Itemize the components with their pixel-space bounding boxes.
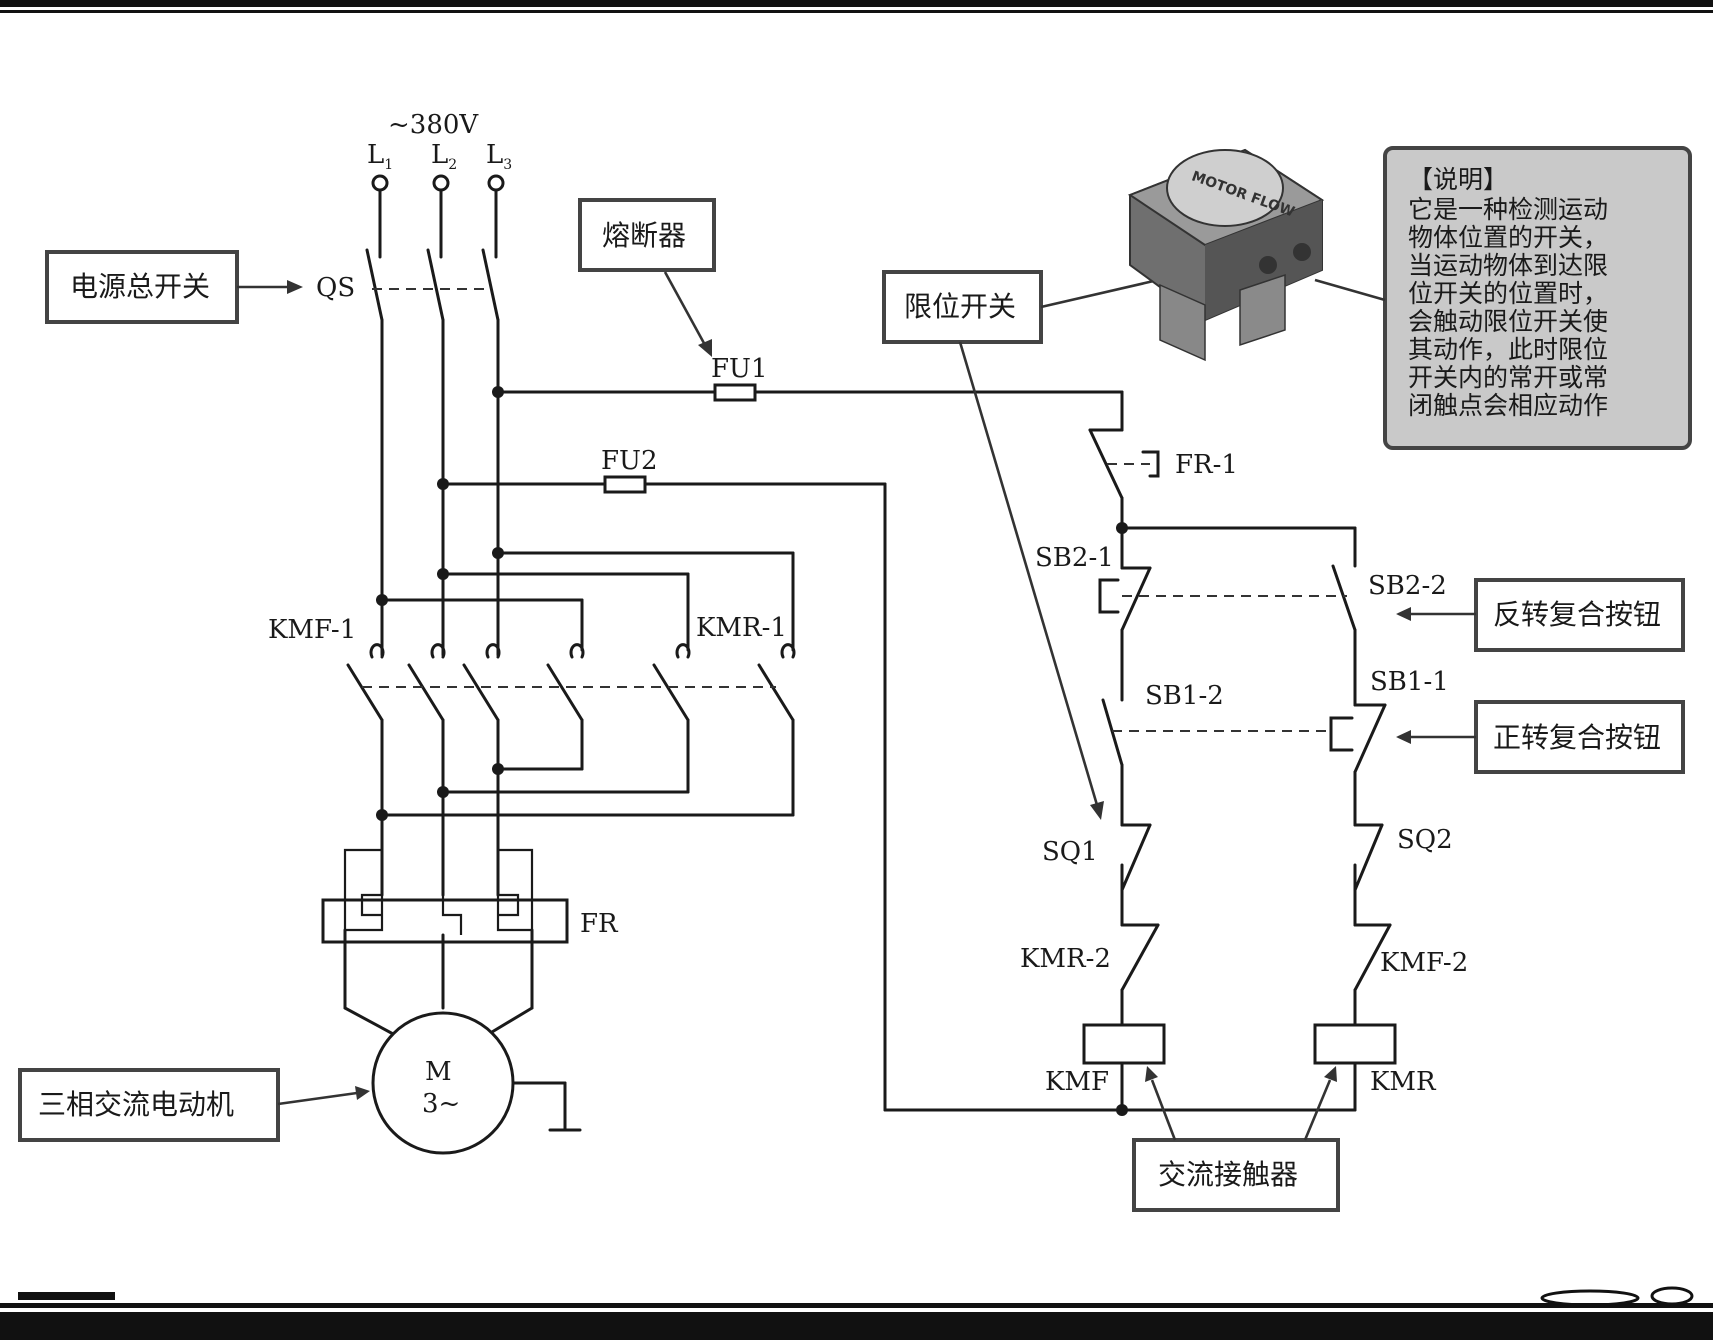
callout-contactor: 交流接触器 xyxy=(1132,1066,1340,1212)
note-title: 【说明】 xyxy=(1408,165,1508,194)
fu2-fuse xyxy=(603,475,647,494)
note-line: 它是一种检测运动 xyxy=(1408,195,1608,224)
callout-motor: 三相交流电动机 xyxy=(18,1068,370,1142)
kmf-coil xyxy=(1082,1023,1166,1065)
svg-text:L1: L1 xyxy=(367,140,393,173)
fr1-label: FR-1 xyxy=(1175,450,1238,480)
kmr-coil xyxy=(1313,1023,1397,1065)
note-line: 开关内的常开或常 xyxy=(1408,363,1608,392)
note-line: 会触动限位开关使 xyxy=(1408,307,1608,336)
kmf2-contact: KMF-2 xyxy=(1353,923,1468,992)
motor-phase-label: 3~ xyxy=(422,1089,460,1119)
limit-switch-device-image: MOTOR FLOW xyxy=(1127,148,1325,362)
sb11-contact: SB1-1 xyxy=(1329,667,1449,774)
kmf1-kmr1-contacts: KMF-1 KMR-1 xyxy=(268,613,796,722)
sq2-contact: SQ2 xyxy=(1353,823,1453,892)
sq2-label: SQ2 xyxy=(1397,825,1453,855)
motor-m-label: M xyxy=(425,1057,452,1087)
note-line: 其动作，此时限位 xyxy=(1408,335,1608,364)
kmr-label: KMR xyxy=(1370,1067,1437,1097)
kmr1-label: KMR-1 xyxy=(696,613,787,643)
kmr2-contact: KMR-2 xyxy=(1020,923,1160,992)
svg-text:正转复合按钮: 正转复合按钮 xyxy=(1493,721,1661,754)
callout-forward-button: 正转复合按钮 xyxy=(1396,700,1685,774)
fr-thermal-relay: FR xyxy=(321,848,619,944)
sb22-label: SB2-2 xyxy=(1368,571,1447,601)
kmf-label: KMF xyxy=(1045,1067,1109,1097)
sb22-contact: SB2-2 xyxy=(1331,564,1447,632)
sb12-contact: SB1-2 xyxy=(1101,681,1224,767)
fu1-label: FU1 xyxy=(711,354,768,384)
fu1-fuse xyxy=(713,383,757,402)
terminal-l2 xyxy=(432,174,450,192)
sq1-label: SQ1 xyxy=(1042,837,1098,867)
svg-text:熔断器: 熔断器 xyxy=(602,219,686,252)
terminal-l3 xyxy=(487,174,505,192)
callout-limit-switch: 限位开关 xyxy=(882,270,1170,820)
terminal-l1 xyxy=(371,174,389,192)
main-circuit: ~380V L1 L2 L3 QS FU1 FU2 xyxy=(268,110,1357,1155)
sb12-label: SB1-2 xyxy=(1145,681,1224,711)
kmf1-label: KMF-1 xyxy=(268,615,356,645)
footer-ornament xyxy=(1540,1286,1694,1307)
note-line: 物体位置的开关， xyxy=(1408,223,1608,252)
supply-voltage-label: ~380V xyxy=(388,110,479,140)
svg-text:L2: L2 xyxy=(431,140,457,173)
svg-text:反转复合按钮: 反转复合按钮 xyxy=(1493,598,1661,631)
sq1-contact: SQ1 xyxy=(1042,823,1152,892)
fr-label: FR xyxy=(580,909,619,939)
phase-labels: L1 L2 L3 xyxy=(367,140,512,173)
svg-text:电源总开关: 电源总开关 xyxy=(70,270,210,303)
svg-text:交流接触器: 交流接触器 xyxy=(1158,1158,1298,1191)
fr1-contact: FR-1 xyxy=(1088,428,1238,500)
fu2-label: FU2 xyxy=(601,446,658,476)
motor: M 3~ xyxy=(371,1011,582,1155)
svg-text:L3: L3 xyxy=(486,140,512,173)
qs-label: QS xyxy=(316,273,355,303)
svg-text:三相交流电动机: 三相交流电动机 xyxy=(38,1088,234,1121)
callout-fuse: 熔断器 xyxy=(578,198,716,357)
kmr2-label: KMR-2 xyxy=(1020,944,1111,974)
kmf2-label: KMF-2 xyxy=(1380,948,1468,978)
qs-switch: QS xyxy=(316,248,500,322)
control-circuit: FR-1 SB2-1 SB1-2 SQ1 KMR-2 xyxy=(1020,390,1468,1116)
note-line: 当运动物体到达限 xyxy=(1408,251,1608,280)
note-line: 位开关的位置时， xyxy=(1408,279,1608,308)
explanation-note: 【说明】 它是一种检测运动 物体位置的开关， 当运动物体到达限 位开关的位置时，… xyxy=(1314,146,1692,450)
sb11-label: SB1-1 xyxy=(1370,667,1449,697)
note-line: 闭触点会相应动作 xyxy=(1408,391,1608,420)
sb21-label: SB2-1 xyxy=(1035,543,1114,573)
svg-text:限位开关: 限位开关 xyxy=(904,290,1016,323)
sb21-contact: SB2-1 xyxy=(1035,543,1152,632)
callout-reverse-button: 反转复合按钮 xyxy=(1396,578,1685,652)
callout-main-switch: 电源总开关 xyxy=(45,250,303,324)
